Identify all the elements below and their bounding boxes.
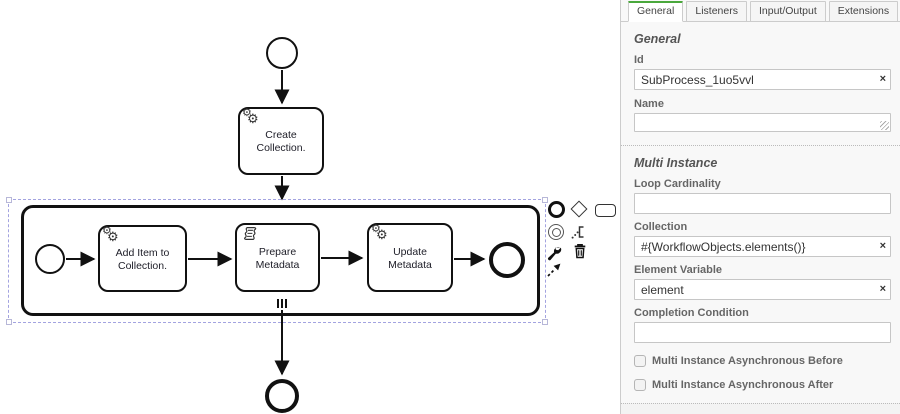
element-variable-label: Element Variable [634, 264, 723, 276]
name-input[interactable] [634, 113, 891, 132]
resize-handle-nw[interactable] [6, 197, 12, 203]
task-prepare-metadata[interactable]: Prepare Metadata [235, 223, 320, 292]
append-intermediate-event-icon[interactable] [548, 224, 564, 240]
append-end-event-icon[interactable] [548, 201, 565, 218]
service-task-gear-icon: ⚙⚙ [371, 223, 388, 242]
sequential-multi-instance-marker-icon [277, 299, 287, 308]
end-event[interactable] [265, 379, 299, 413]
wrench-icon[interactable] [545, 243, 563, 266]
start-event[interactable] [266, 37, 298, 69]
subprocess-start-event[interactable] [35, 244, 65, 274]
completion-condition-label: Completion Condition [634, 307, 749, 319]
subprocess-end-event[interactable] [489, 242, 525, 278]
clear-icon[interactable]: × [879, 73, 886, 85]
task-update-metadata[interactable]: ⚙⚙ Update Metadata [367, 223, 453, 292]
append-text-annotation-icon[interactable] [570, 223, 588, 246]
resize-handle-sw[interactable] [6, 319, 12, 325]
task-label: Prepare Metadata [255, 245, 300, 271]
general-section-heading: General [634, 32, 681, 46]
script-task-icon [240, 226, 259, 245]
task-create-collection[interactable]: ⚙⚙ Create Collection. [238, 107, 324, 175]
resize-handle-se[interactable] [542, 319, 548, 325]
resize-handle-ne[interactable] [542, 197, 548, 203]
properties-tab-bar: General Listeners Input/Output Extension… [621, 0, 900, 22]
async-before-checkbox[interactable] [634, 355, 646, 367]
tab-general[interactable]: General [628, 1, 684, 22]
connect-tool-icon[interactable] [545, 261, 563, 284]
id-label: Id [634, 54, 644, 66]
trash-icon[interactable] [571, 242, 589, 265]
panel-footer [621, 403, 900, 414]
append-task-icon[interactable] [595, 204, 616, 217]
properties-panel: General Listeners Input/Output Extension… [620, 0, 900, 414]
tab-extensions[interactable]: Extensions [828, 1, 899, 22]
collection-label: Collection [634, 221, 688, 233]
service-task-gear-icon: ⚙⚙ [242, 107, 259, 126]
service-task-gear-icon: ⚙⚙ [102, 225, 119, 244]
collection-input[interactable] [634, 236, 891, 257]
task-label: Update Metadata [388, 245, 432, 271]
element-variable-input[interactable] [634, 279, 891, 300]
tab-input-output[interactable]: Input/Output [749, 1, 826, 22]
clear-icon[interactable]: × [879, 240, 886, 252]
async-after-checkbox[interactable] [634, 379, 646, 391]
id-input[interactable] [634, 69, 891, 90]
multi-instance-section-heading: Multi Instance [634, 156, 718, 170]
name-label: Name [634, 98, 664, 110]
tab-listeners[interactable]: Listeners [686, 1, 747, 22]
resize-grip-icon[interactable] [880, 121, 889, 130]
append-gateway-icon[interactable] [570, 200, 588, 218]
clear-icon[interactable]: × [879, 283, 886, 295]
async-after-label: Multi Instance Asynchronous After [652, 379, 834, 391]
section-divider [621, 145, 900, 146]
loop-cardinality-input[interactable] [634, 193, 891, 214]
properties-content: General Id × Name Multi Instance Loop Ca… [621, 22, 900, 391]
async-before-label: Multi Instance Asynchronous Before [652, 355, 843, 367]
task-add-item-to-collection[interactable]: ⚙⚙ Add Item to Collection. [98, 225, 187, 292]
task-label: Create Collection. [256, 129, 306, 154]
diagram-canvas[interactable]: ⚙⚙ Create Collection. ⚙⚙ Add Item to Col… [0, 0, 620, 414]
loop-cardinality-label: Loop Cardinality [634, 178, 721, 190]
completion-condition-input[interactable] [634, 322, 891, 343]
task-label: Add Item to Collection. [115, 246, 170, 272]
